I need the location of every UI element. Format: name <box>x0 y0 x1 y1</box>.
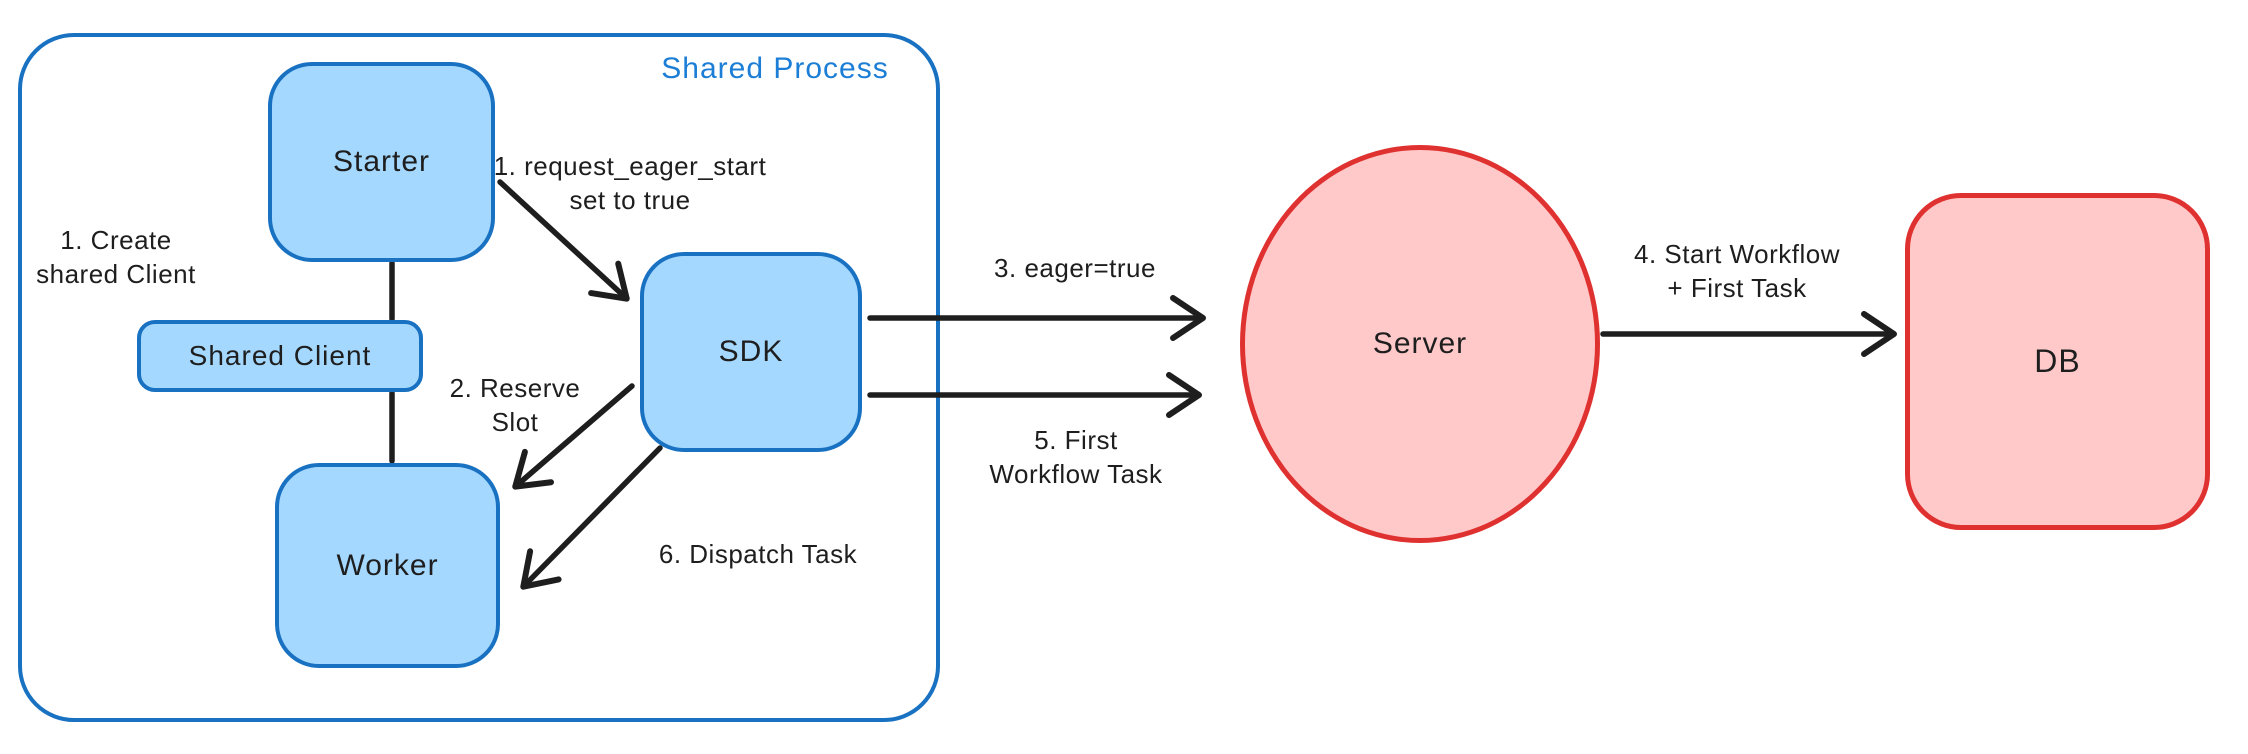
arrow-sdk-to-worker-reserve-slot <box>512 383 635 490</box>
annotation-dispatch-task: 6. Dispatch Task <box>658 539 858 569</box>
annotation-reserve-slot: 2. Reserve Slot <box>449 373 581 437</box>
node-worker: Worker <box>275 463 500 668</box>
node-sdk: SDK <box>640 252 862 452</box>
node-db-label: DB <box>2034 343 2081 379</box>
annotation-create-shared-client: 1. Create shared Client <box>36 225 196 289</box>
shared-process-frame <box>18 33 940 722</box>
shared-process-label: Shared Process <box>661 52 889 85</box>
arrow-starter-to-sdk <box>497 179 630 302</box>
annotation-first-workflow-task: 5. First Workflow Task <box>989 425 1163 489</box>
node-shared-client: Shared Client <box>137 320 423 392</box>
node-starter-label: Starter <box>332 145 431 178</box>
node-server: Server <box>1240 145 1600 543</box>
annotation-request-eager-start: 1. request_eager_start set to true <box>493 151 767 215</box>
arrow-sdk-to-worker-dispatch-task <box>520 445 663 590</box>
annotation-start-workflow: 4. Start Workflow + First Task <box>1634 239 1840 303</box>
node-worker-label: Worker <box>336 548 439 582</box>
node-db: DB <box>1905 193 2210 530</box>
node-sdk-label: SDK <box>718 335 784 368</box>
node-shared-client-label: Shared Client <box>188 340 372 371</box>
annotation-eager-true: 3. eager=true <box>994 253 1156 283</box>
node-starter: Starter <box>268 62 495 262</box>
node-server-label: Server <box>1372 327 1468 360</box>
